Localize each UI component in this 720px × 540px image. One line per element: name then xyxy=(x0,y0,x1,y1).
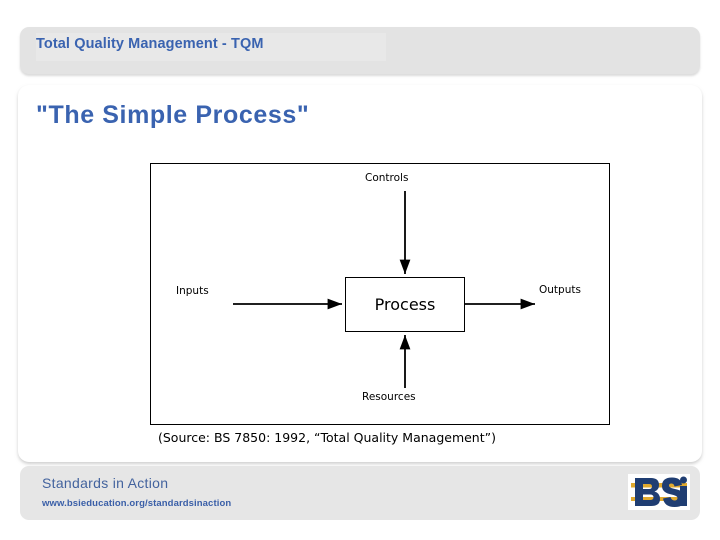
process-box: Process xyxy=(345,277,465,332)
footer-bar: Standards in Action www.bsieducation.org… xyxy=(20,466,700,520)
label-outputs: Outputs xyxy=(539,284,581,296)
content-panel: "The Simple Process" Process Controls In… xyxy=(18,85,702,462)
footer-url-link[interactable]: www.bsieducation.org/standardsinaction xyxy=(42,498,232,509)
slide-title: "The Simple Process" xyxy=(36,101,310,129)
label-inputs: Inputs xyxy=(176,285,209,297)
process-diagram: Process Controls Inputs Outputs Resource… xyxy=(150,163,610,425)
footer-heading: Standards in Action xyxy=(42,475,169,491)
process-box-label: Process xyxy=(374,295,436,314)
label-controls: Controls xyxy=(365,172,409,184)
header-banner: Total Quality Management - TQM xyxy=(20,27,700,74)
header-title: Total Quality Management - TQM xyxy=(36,36,264,52)
label-resources: Resources xyxy=(362,391,416,403)
bsi-logo xyxy=(628,474,690,510)
bsi-logo-icon xyxy=(628,474,690,510)
header-title-plate xyxy=(36,33,386,61)
source-caption: (Source: BS 7850: 1992, “Total Quality M… xyxy=(158,430,496,445)
